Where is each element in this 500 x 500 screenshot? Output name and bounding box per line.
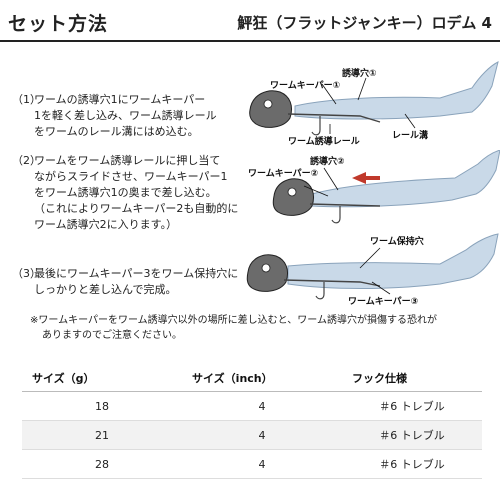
table-row: 18 4 ＃6 トレブル [22, 391, 482, 421]
label-worm-keeper-2: ワームキーパー② [248, 167, 318, 179]
hook [315, 282, 325, 300]
cell-hook-spec: ＃6 トレブル [342, 391, 482, 421]
cell-size-g: 18 [22, 391, 182, 421]
jig-eye [263, 99, 273, 109]
step-text: 最後にワームキーパー3をワーム保持穴に しっかりと差し込んで完成。 [34, 267, 239, 296]
worm-body [287, 233, 499, 289]
hook [311, 116, 321, 136]
diagram-step-1: ワームキーパー① 誘導穴① レール溝 ワーム誘導レール [249, 61, 499, 147]
label-worm-keeper-3: ワームキーパー③ [348, 295, 418, 307]
jig-head [246, 254, 289, 292]
label-guide-hole-2: 誘導穴② [310, 155, 345, 167]
header: セット方法 鮃狂（フラットジャンキー）ロデム 4 [0, 0, 500, 42]
label-rail-groove: レール溝 [392, 129, 428, 141]
cell-hook-spec: ＃6 トレブル [342, 420, 482, 450]
label-worm-holding-hole: ワーム保持穴 [370, 235, 424, 247]
label-worm-keeper-1: ワームキーパー① [270, 79, 340, 91]
jig-head [249, 90, 293, 128]
diagram-step-3: ワーム保持穴 ワームキーパー③ [246, 233, 499, 307]
rail-wire [283, 279, 381, 287]
worm-body [311, 150, 500, 208]
table-row: 21 4 ＃6 トレブル [22, 420, 482, 450]
product-title: 鮃狂（フラットジャンキー）ロデム 4 [237, 14, 492, 32]
jig-head [272, 178, 315, 216]
slide-arrow [352, 172, 380, 184]
caution-note: ※ワームキーパーをワーム誘導穴以外の場所に差し込むと、ワーム誘導穴が損傷する恐れ… [30, 313, 490, 343]
section-title: セット方法 [8, 13, 109, 35]
table-header-row: サイズ（g） サイズ（inch） フック仕様 [22, 365, 482, 392]
hook [331, 206, 341, 224]
jig-eye [261, 263, 271, 273]
cell-size-inch: 4 [182, 420, 342, 450]
step-number: （2） [12, 154, 41, 167]
step-text: ワームの誘導穴1にワームキーパー 1を軽く差し込み、ワーム誘導レール をワームの… [34, 93, 217, 138]
label-guide-hole-1: 誘導穴① [342, 67, 377, 79]
header-size-g: サイズ（g） [22, 365, 182, 392]
rail-wire [287, 113, 381, 123]
step-number: （3） [12, 267, 41, 280]
caution-line-1: ※ワームキーパーをワーム誘導穴以外の場所に差し込むと、ワーム誘導穴が損傷する恐れ… [30, 315, 437, 326]
header-hook-spec: フック仕様 [342, 365, 482, 392]
diagram-step-2: 誘導穴② ワームキーパー② [248, 150, 500, 224]
cell-size-g: 28 [22, 449, 182, 479]
header-size-inch: サイズ（inch） [182, 365, 342, 392]
cell-size-inch: 4 [182, 391, 342, 421]
step-3: （3） 最後にワームキーパー3をワーム保持穴に しっかりと差し込んで完成。 [12, 266, 262, 300]
spec-table: サイズ（g） サイズ（inch） フック仕様 18 4 ＃6 トレブル 21 4… [22, 365, 482, 479]
step-number: （1） [12, 93, 41, 106]
cell-size-g: 21 [22, 420, 182, 450]
cell-size-inch: 4 [182, 449, 342, 479]
step-text: ワームをワーム誘導レールに押し当て ながらスライドさせ、ワームキーパー1 をワー… [34, 154, 239, 231]
step-2: （2） ワームをワーム誘導レールに押し当て ながらスライドさせ、ワームキーパー1… [12, 153, 252, 233]
label-guide-rail: ワーム誘導レール [288, 135, 360, 147]
rail-wire [309, 203, 381, 207]
caution-line-2: ありますのでご注意ください。 [42, 330, 182, 341]
jig-eye [287, 187, 297, 197]
cell-hook-spec: ＃6 トレブル [342, 449, 482, 479]
step-1: （1） ワームの誘導穴1にワームキーパー 1を軽く差し込み、ワーム誘導レール を… [12, 92, 252, 142]
table-row: 28 4 ＃6 トレブル [22, 449, 482, 479]
